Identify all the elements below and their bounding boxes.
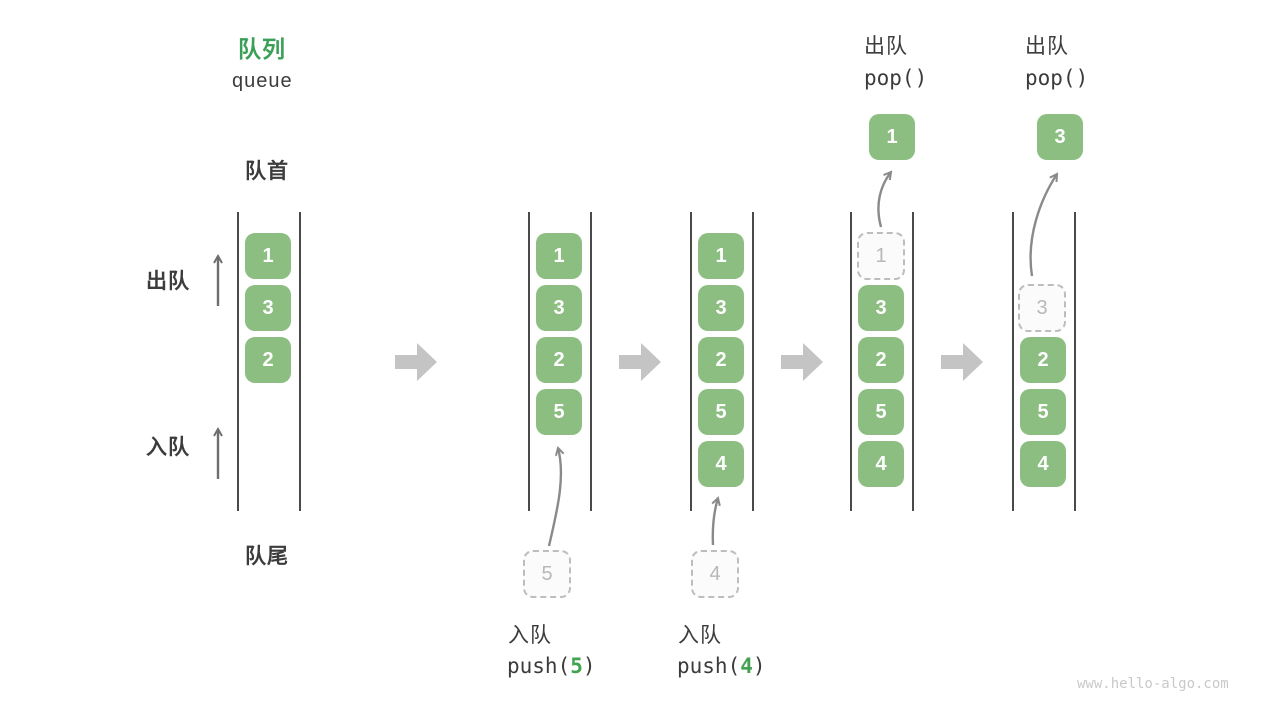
queue-cell: 4	[698, 441, 744, 487]
queue-wall	[912, 212, 914, 511]
label-queue-front: 队首	[245, 160, 289, 183]
queue-wall	[752, 212, 754, 511]
queue-cell: 1	[698, 233, 744, 279]
flow-arrow-right-icon	[619, 343, 661, 381]
queue-cell: 1	[245, 233, 291, 279]
queue-wall	[528, 212, 530, 511]
flow-arrow-right-icon	[395, 343, 437, 381]
queue-wall	[590, 212, 592, 511]
staged-item-ghost: 4	[691, 550, 739, 598]
push-5-curved-arrow-icon	[547, 446, 565, 547]
code-close: )	[752, 654, 766, 678]
code-fn: push(	[677, 654, 741, 678]
queue-cell: 1	[536, 233, 582, 279]
queue-wall	[1012, 212, 1014, 511]
queue-cell: 4	[858, 441, 904, 487]
op-label-dequeue: 出队	[1025, 35, 1069, 58]
label-dequeue: 出队	[146, 270, 190, 293]
label-queue-rear: 队尾	[245, 545, 289, 568]
queue-cell: 5	[536, 389, 582, 435]
code-close: )	[582, 654, 596, 678]
queue-wall	[237, 212, 239, 511]
label-enqueue: 入队	[146, 436, 190, 459]
push-4-curved-arrow-icon	[711, 496, 721, 546]
diagram-title-zh: 队列	[238, 36, 286, 62]
queue-cell: 3	[858, 285, 904, 331]
flow-arrow-right-icon	[781, 343, 823, 381]
popped-item: 3	[1037, 114, 1083, 160]
queue-cell: 5	[698, 389, 744, 435]
queue-cell: 3	[245, 285, 291, 331]
queue-cell: 3	[698, 285, 744, 331]
queue-cell: 2	[698, 337, 744, 383]
queue-wall	[1074, 212, 1076, 511]
queue-wall	[850, 212, 852, 511]
op-code-push-4: push(4)	[677, 654, 766, 678]
queue-cell: 2	[858, 337, 904, 383]
popped-slot-ghost: 3	[1018, 284, 1066, 332]
queue-cell: 2	[536, 337, 582, 383]
code-arg: 5	[570, 654, 583, 678]
op-code-pop: pop()	[1025, 66, 1089, 90]
queue-wall	[690, 212, 692, 511]
queue-cell: 3	[536, 285, 582, 331]
op-code-pop: pop()	[864, 66, 928, 90]
op-label-dequeue: 出队	[864, 35, 908, 58]
code-fn: push(	[507, 654, 571, 678]
op-label-enqueue: 入队	[678, 624, 722, 647]
pop-3-curved-arrow-icon	[1029, 172, 1059, 277]
queue-cell: 5	[1020, 389, 1066, 435]
watermark: www.hello-algo.com	[1077, 676, 1229, 692]
queue-cell: 2	[245, 337, 291, 383]
diagram-title-en: queue	[232, 70, 293, 92]
queue-wall	[299, 212, 301, 511]
flow-arrow-right-icon	[941, 343, 983, 381]
queue-cell: 2	[1020, 337, 1066, 383]
queue-cell: 4	[1020, 441, 1066, 487]
staged-item-ghost: 5	[523, 550, 571, 598]
popped-item: 1	[869, 114, 915, 160]
queue-cell: 5	[858, 389, 904, 435]
op-label-enqueue: 入队	[508, 624, 552, 647]
popped-slot-ghost: 1	[857, 232, 905, 280]
code-arg: 4	[740, 654, 753, 678]
pop-1-curved-arrow-icon	[877, 170, 893, 228]
op-code-push-5: push(5)	[507, 654, 596, 678]
